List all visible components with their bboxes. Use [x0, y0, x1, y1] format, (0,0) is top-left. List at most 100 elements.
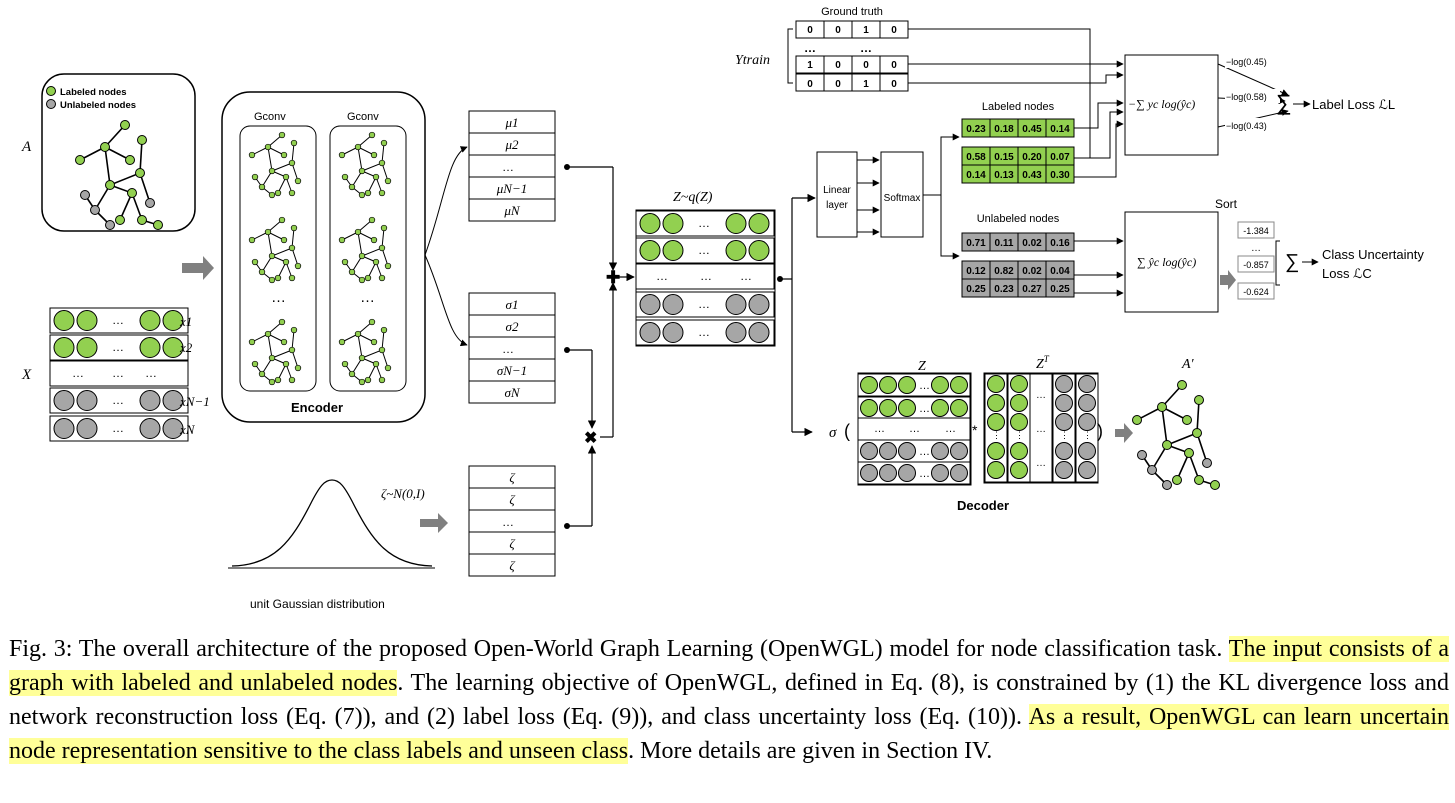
feature-matrix: … … … [49, 307, 189, 442]
ground-truth-cell: 1 [807, 60, 813, 71]
labeled-cell: 0.30 [1050, 170, 1070, 181]
ground-truth-cell: 0 [891, 79, 897, 90]
labeled-cell-bg [1045, 164, 1075, 184]
labeled-cell: 0.45 [1022, 124, 1042, 135]
row-label-xn1: xN−1 [179, 394, 210, 409]
svg-text:…: … [112, 366, 124, 380]
mu-n: μN [503, 203, 521, 218]
row-label-x2: x2 [179, 340, 193, 355]
linear-text-2: layer [826, 200, 848, 211]
sum-symbol-1: ∑ [1276, 90, 1292, 115]
sorted-3: -0.624 [1243, 287, 1269, 297]
ground-truth-ellipsis: … [804, 41, 816, 55]
unlabeled-cell: 0.02 [1022, 238, 1042, 249]
gaussian-arrow [420, 513, 448, 533]
sorted-values-box [1237, 221, 1275, 300]
decoder-z-label: Z [918, 359, 926, 374]
output-graph [1131, 379, 1221, 491]
encoder-ellipsis-2: … [360, 289, 375, 306]
sorted-bracket [1275, 240, 1280, 286]
input-arrow [182, 256, 214, 280]
gaussian-curve [228, 479, 435, 569]
svg-text:…: … [700, 269, 712, 283]
softmax-to-unlabeled [923, 194, 960, 260]
svg-text:…: … [656, 269, 668, 283]
gconv-label-2: Gconv [347, 111, 379, 123]
linear-layer [816, 151, 858, 238]
mu-1: μ1 [504, 115, 518, 130]
unlabeled-cell: 0.25 [1050, 284, 1070, 295]
label-loss-label: Label Loss ℒL [1312, 97, 1395, 112]
unlabeled-cell: 0.82 [994, 266, 1014, 277]
labeled-cell: 0.15 [994, 152, 1014, 163]
unlabeled-cell: 0.12 [966, 266, 986, 277]
gconv-label-1: Gconv [254, 111, 286, 123]
unlabeled-title: Unlabeled nodes [977, 213, 1060, 225]
gaussian-dist: ζ~N(0,I) [381, 486, 425, 501]
figure-caption: Fig. 3: The overall architecture of the … [9, 632, 1450, 768]
gaussian-label: unit Gaussian distribution [250, 597, 385, 611]
svg-text:…: … [72, 366, 84, 380]
label-loss-formula: −∑ yc log(ŷc) [1128, 97, 1195, 111]
decoder-zt-label: ZT [1036, 354, 1050, 372]
ground-truth-cell: 1 [863, 25, 869, 36]
labeled-cell: 0.58 [966, 152, 986, 163]
sigma-stack [468, 292, 556, 404]
sorted-2: -0.857 [1243, 260, 1269, 270]
decoder-sigma: σ [829, 425, 837, 441]
ground-truth-cell: 0 [835, 79, 841, 90]
sorted-1: -1.384 [1243, 226, 1269, 236]
log-value-3: −log(0.43) [1226, 121, 1267, 131]
softmax-layer [880, 151, 924, 238]
paren-open: ( [844, 421, 850, 441]
plus-op: ✚ [606, 268, 620, 287]
svg-text:…: … [1036, 390, 1046, 401]
paren-close: ) [1097, 421, 1103, 441]
uncert-formula: ∑ ŷc log(ŷc) [1137, 255, 1196, 269]
softmax-text: Softmax [884, 193, 921, 204]
adjacency-label: A [21, 139, 32, 155]
unlabeled-cell: 0.71 [966, 238, 986, 249]
svg-text:…: … [740, 269, 752, 283]
mu-ellipsis: … [502, 160, 514, 174]
decoder-label: Decoder [957, 498, 1009, 513]
linear-to-softmax [857, 156, 880, 236]
feature-label: X [21, 367, 32, 383]
sort-arrow [1220, 270, 1236, 290]
ytrain-bracket [787, 28, 793, 84]
svg-text:…: … [874, 423, 885, 435]
unlabeled-cell: 0.02 [1022, 266, 1042, 277]
latent-label: Z~q(Z) [673, 190, 713, 205]
uncert-wires [1074, 237, 1124, 297]
unlabeled-cell-bg [1045, 232, 1075, 252]
row-label-xn: xN [179, 422, 196, 437]
ground-truth-title: Ground truth [821, 6, 883, 18]
decoder-star: * [972, 422, 978, 438]
mu-stack [468, 110, 556, 222]
softmax-to-labeled [923, 133, 960, 196]
encoder-block [221, 91, 426, 423]
sigma-1: σ1 [506, 297, 519, 312]
class-uncert-2: Loss ℒC [1322, 266, 1372, 281]
ground-truth-cell: 0 [807, 25, 813, 36]
sort-label: Sort [1215, 197, 1238, 211]
sigma-ellipsis: … [502, 342, 514, 356]
latent-branch [780, 193, 816, 437]
sampling-lines [567, 166, 635, 527]
labeled-cell: 0.14 [966, 170, 986, 181]
encoder-label: Encoder [291, 400, 343, 415]
uncertainty-box [1124, 211, 1219, 313]
caption-part-2: . The learning objective of OpenWGL, def… [9, 670, 1450, 730]
encoder-ellipsis-1: … [271, 289, 286, 306]
times-op: ✖ [584, 430, 597, 447]
mu-2: μ2 [504, 137, 519, 152]
zeta-2: ζ [509, 492, 515, 507]
caption-part-1: Fig. 3: The overall architecture of the … [9, 636, 1229, 662]
ground-truth-cell: 0 [891, 60, 897, 71]
ground-truth-table [795, 20, 909, 92]
unlabeled-cell: 0.23 [994, 284, 1014, 295]
output-graph-label: A′ [1181, 357, 1195, 372]
legend-unlabeled: Unlabeled nodes [60, 100, 136, 111]
labeled-cell: 0.20 [1022, 152, 1042, 163]
input-graph: Labeled nodes Unlabeled nodes [41, 73, 196, 232]
